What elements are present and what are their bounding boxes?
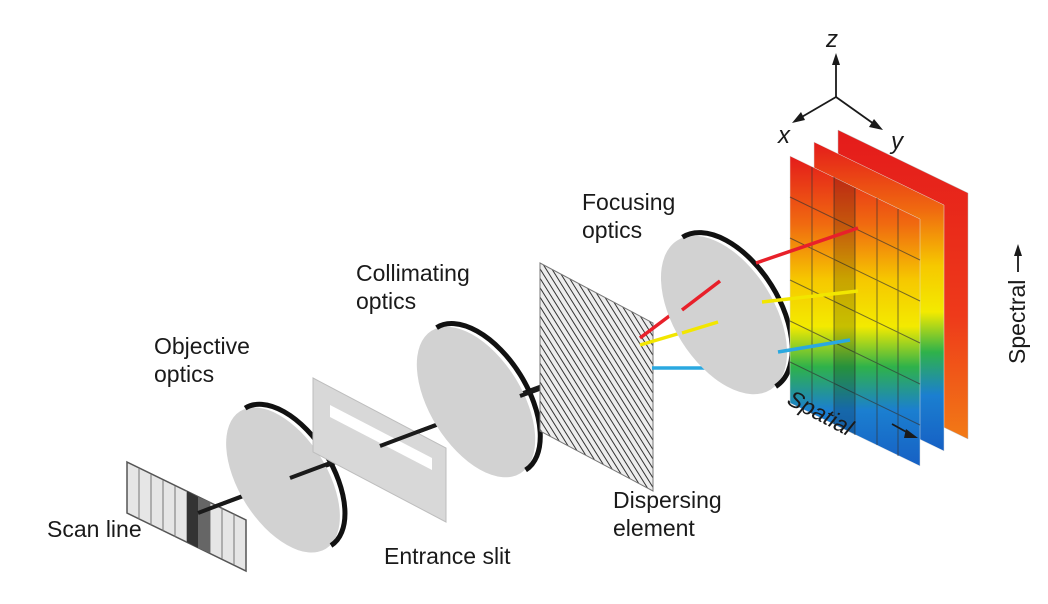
focusing-lens [660, 230, 795, 395]
label-objective-line2: optics [154, 361, 215, 387]
label-entrance-slit: Entrance slit [384, 543, 511, 569]
focused-rays [755, 226, 859, 354]
label-collimating-line2: optics [356, 288, 417, 314]
label-objective-line1: Objective [154, 333, 250, 359]
collimating-lens [416, 321, 543, 478]
scan-line-strip [126, 460, 247, 573]
label-collimating-line1: Collimating [356, 260, 470, 286]
ray-red-out [755, 226, 859, 265]
ray-yellow-out [761, 289, 859, 304]
detector-stack [789, 129, 969, 467]
spectral-arrow [1014, 244, 1022, 272]
spatial-arrow [891, 423, 918, 438]
label-collimating-optics: Collimating optics [356, 259, 470, 315]
label-scan-line: Scan line [47, 516, 142, 542]
label-spectral: Spectral [1004, 279, 1030, 364]
label-focusing-optics: Focusing optics [582, 188, 675, 244]
label-focusing-line1: Focusing [582, 189, 676, 215]
entrance-slit-plate [312, 377, 447, 523]
label-dispersing-line1: Dispersing [613, 487, 722, 513]
label-dispersing-line2: element [613, 515, 695, 541]
axis-label-x: x [778, 122, 790, 149]
dispersing-grating [539, 262, 654, 492]
coordinate-axes [792, 53, 883, 130]
label-dispersing-element: Dispersing element [613, 486, 722, 542]
axis-label-y: y [891, 128, 903, 155]
label-focusing-line2: optics [582, 217, 643, 243]
ray-blue-out [777, 338, 851, 354]
axis-label-z: z [826, 26, 838, 53]
label-objective-optics: Objective optics [154, 332, 250, 388]
